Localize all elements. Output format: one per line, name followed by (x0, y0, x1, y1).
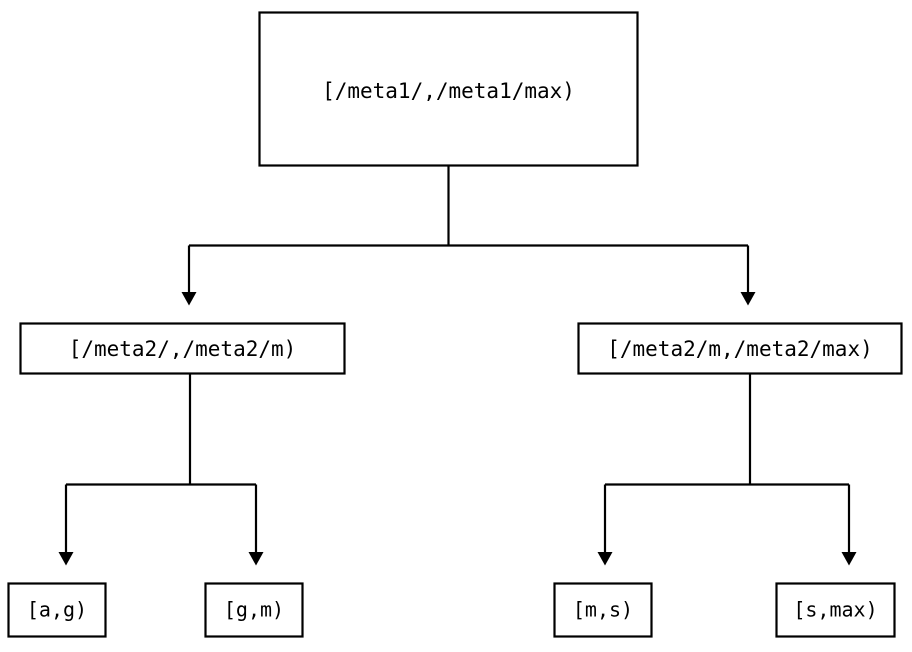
edge-group-root (181, 166, 756, 306)
node-leaf-4[interactable]: [s,max) (775, 582, 896, 638)
node-leaf-3-box[interactable] (553, 582, 653, 638)
node-mid-right-box[interactable] (577, 322, 903, 375)
arrowhead-root-to-mid-right (740, 292, 756, 306)
arrowhead-mid-right-to-leaf3 (597, 552, 613, 566)
node-leaf-2-box[interactable] (204, 582, 304, 638)
arrowhead-root-to-mid-left (181, 292, 197, 306)
arrowhead-mid-left-to-leaf2 (248, 552, 264, 566)
node-leaf-1-box[interactable] (7, 582, 107, 638)
node-root[interactable]: [/meta1/,/meta1/max) (258, 11, 639, 167)
node-leaf-2[interactable]: [g,m) (204, 582, 304, 638)
node-leaf-1[interactable]: [a,g) (7, 582, 107, 638)
node-mid-left-box[interactable] (19, 322, 346, 375)
node-mid-left-label: [/meta2/,/meta2/m) (69, 337, 297, 361)
node-leaf-4-box[interactable] (775, 582, 896, 638)
node-leaf-4-label: [s,max) (793, 598, 877, 622)
node-mid-right[interactable]: [/meta2/m,/meta2/max) (577, 322, 903, 375)
edge-group-mid-right (597, 374, 857, 566)
arrowhead-mid-left-to-leaf1 (58, 552, 74, 566)
node-mid-right-label: [/meta2/m,/meta2/max) (607, 337, 873, 361)
node-leaf-1-label: [a,g) (27, 598, 87, 622)
node-root-box[interactable] (258, 11, 639, 167)
node-root-label: [/meta1/,/meta1/max) (322, 79, 575, 103)
node-leaf-2-label: [g,m) (224, 598, 284, 622)
edge-group-mid-left (58, 374, 264, 566)
node-leaf-3-label: [m,s) (573, 598, 633, 622)
node-leaf-3[interactable]: [m,s) (553, 582, 653, 638)
arrowhead-mid-right-to-leaf4 (841, 552, 857, 566)
node-mid-left[interactable]: [/meta2/,/meta2/m) (19, 322, 346, 375)
